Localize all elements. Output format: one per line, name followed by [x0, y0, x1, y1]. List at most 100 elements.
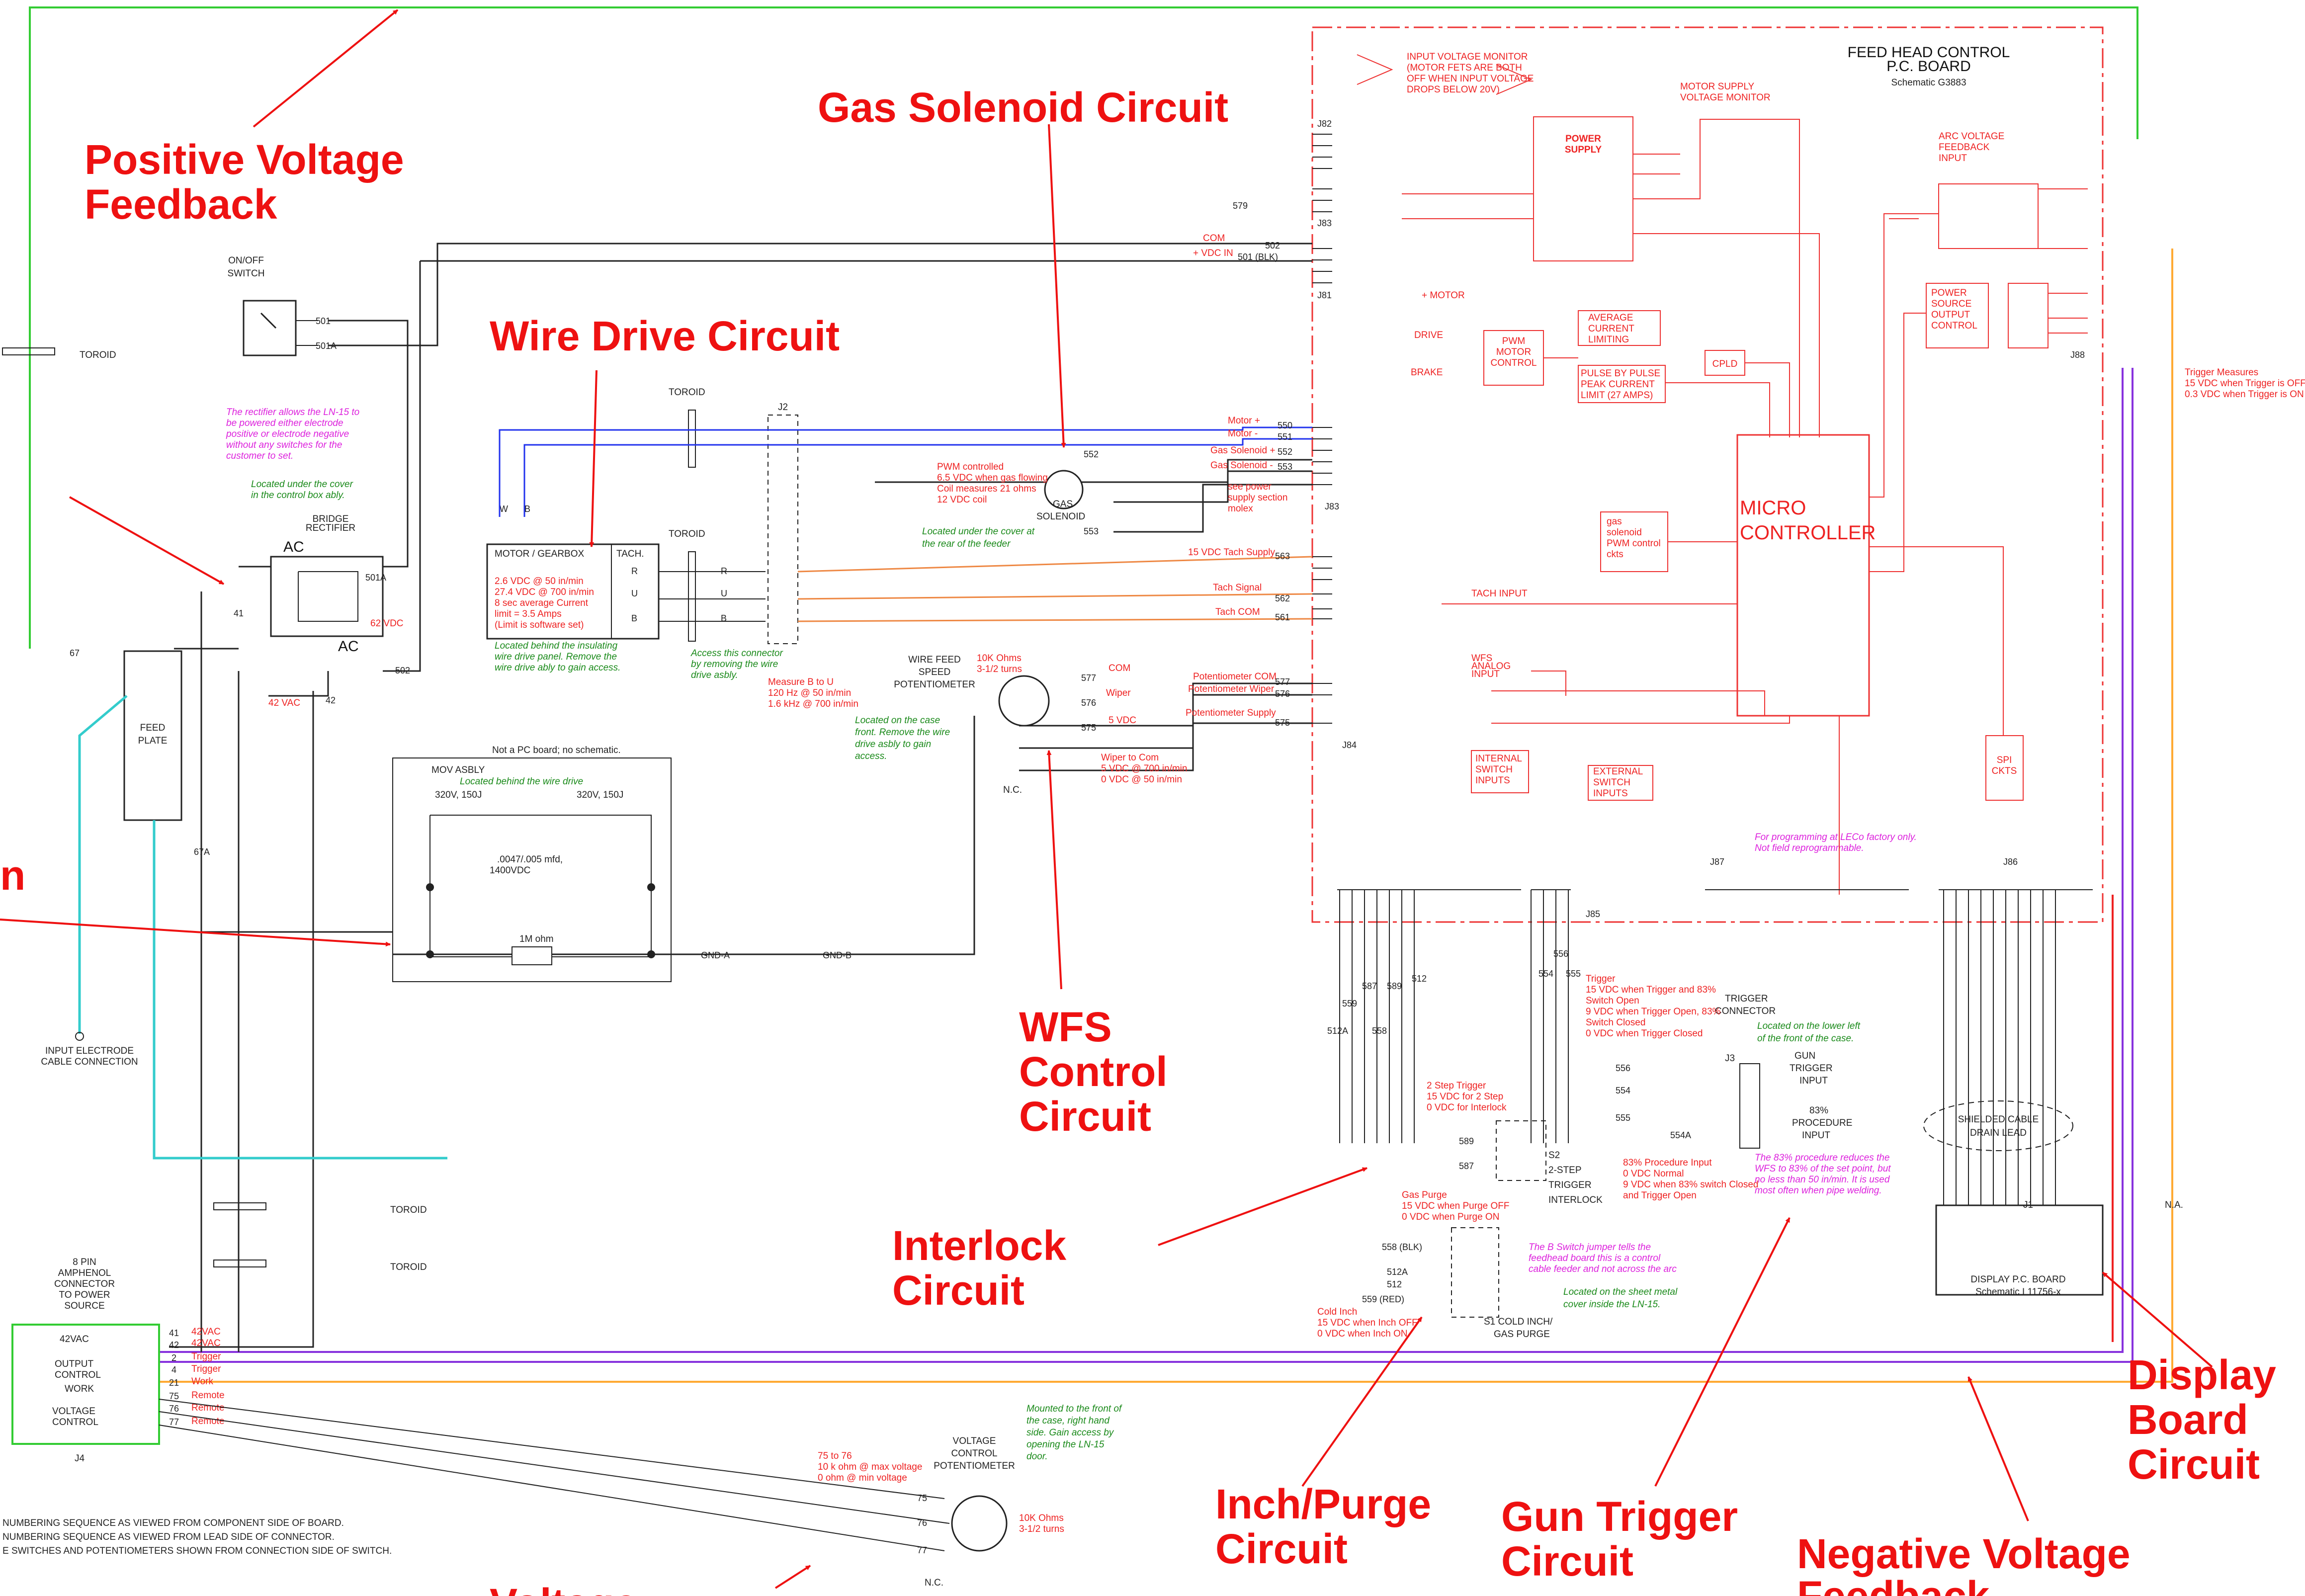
- j4-connector: 8 PIN AMPHENOL CONNECTOR TO POWER SOURCE…: [11, 1257, 225, 1464]
- gas-label-1: GAS: [1053, 499, 1073, 509]
- wfs-wire-576: 576: [1081, 698, 1096, 708]
- j2-u: U: [721, 588, 727, 598]
- external-switch-2: SWITCH: [1593, 777, 1630, 788]
- voltage-pot-nc: N.C.: [925, 1578, 943, 1588]
- trigger-opto-block: [2008, 283, 2049, 348]
- cold-inch-note-1: Cold Inch: [1317, 1307, 1357, 1317]
- gas-purge-note-2: 15 VDC when Purge OFF: [1402, 1201, 1509, 1211]
- wire-563: 563: [1275, 551, 1290, 561]
- j4-wire-42vac-1: 42VAC: [191, 1327, 221, 1337]
- board-subtitle: P.C. BOARD: [1886, 58, 1971, 75]
- spi-block: [1985, 735, 2024, 801]
- input-monitor-label-2: (MOTOR FETS ARE BOTH: [1407, 63, 1522, 73]
- motor-plus-wire: Motor +: [1228, 416, 1260, 426]
- gun-trigger-2: TRIGGER: [1790, 1063, 1833, 1074]
- gas-location-2: the rear of the feeder: [922, 539, 1011, 549]
- callout-arrows: [0, 9, 2213, 1589]
- gas-purge-note-1: Gas Purge: [1402, 1190, 1447, 1200]
- resistor-value: 1M ohm: [519, 934, 554, 944]
- pwm-solenoid-block: [1600, 511, 1668, 572]
- tach-u: U: [631, 588, 638, 598]
- voltage-pot-mount-3: side. Gain access by: [1026, 1428, 1114, 1438]
- motor-spec-4: limit = 3.5 Amps: [495, 609, 562, 619]
- s1-switch: [1451, 1227, 1499, 1318]
- mov-assembly: Not a PC board; no schematic. MOV ASBLY …: [392, 745, 852, 982]
- external-switch-1: EXTERNAL: [1593, 766, 1643, 777]
- j4-wire-trigger-1: Trigger: [191, 1351, 221, 1362]
- j87-label: J87: [1710, 857, 1724, 867]
- j88-label: J88: [2070, 350, 2085, 360]
- voltage-pot-mount-1: Mounted to the front of: [1026, 1404, 1122, 1414]
- trigger-location-2: of the front of the case.: [1757, 1033, 1854, 1044]
- wire-558-blk: 558 (BLK): [1382, 1242, 1422, 1252]
- procedure-3: INPUT: [1802, 1130, 1830, 1141]
- wire-561: 561: [1275, 612, 1290, 622]
- na-label: N.A.: [2165, 1200, 2183, 1210]
- gas-solenoid-minus: Gas Solenoid -: [1210, 460, 1273, 471]
- display-board: SHIELDED CABLE DRAIN LEAD J1 DISPLAY P.C…: [1923, 1100, 2183, 1297]
- callout-positive-feedback-2: Feedback: [85, 181, 277, 228]
- access-note-2: by removing the wire: [691, 659, 778, 670]
- bridge-label-1: BRIDGE: [313, 514, 349, 524]
- board-pin-stubs: [1312, 134, 1332, 724]
- onoff-switch: [243, 300, 297, 356]
- j4-wire-42vac-2: 42VAC: [191, 1338, 221, 1348]
- wire-67: 67: [70, 648, 80, 658]
- wire-587: 587: [1459, 1161, 1474, 1171]
- trigger-note-6: 0 VDC when Trigger Closed: [1586, 1028, 1703, 1039]
- access-note-1: Access this connector: [690, 648, 783, 659]
- gas-solenoid-plus: Gas Solenoid +: [1210, 445, 1275, 456]
- callout-negative-feedback-1: Negative Voltage: [1797, 1530, 2131, 1577]
- trigger-measures-2: 15 VDC when Trigger is OFF: [2185, 378, 2305, 389]
- gas-spec-2: 6.5 VDC when gas flowing: [937, 473, 1048, 483]
- spi-2: CKTS: [1992, 766, 2017, 776]
- board-title: FEED HEAD CONTROL: [1848, 44, 2010, 61]
- j4-output-2: CONTROL: [55, 1370, 101, 1380]
- voltage-pot-mount-2: the case, right hand: [1026, 1416, 1110, 1426]
- wire-553: 553: [1278, 462, 1292, 472]
- j4-wire-work: Work: [191, 1376, 213, 1387]
- input-monitor-label-4: DROPS BELOW 20V): [1407, 84, 1500, 95]
- arc-feedback-2: FEEDBACK: [1939, 142, 1990, 153]
- j4-wire-remote-1: Remote: [191, 1390, 225, 1401]
- wfs-location-4: access.: [855, 751, 887, 761]
- display-board-label: DISPLAY P.C. BOARD: [1970, 1274, 2065, 1285]
- wire-552-sol: 552: [1084, 449, 1099, 459]
- sheet-metal-2: cover inside the LN-15.: [1563, 1299, 1660, 1310]
- motor-spec-5: (Limit is software set): [495, 620, 584, 630]
- wfs-pot-label-3: POTENTIOMETER: [894, 679, 975, 690]
- bridge-rectifier: BRIDGE RECTIFIER AC AC 41 42 501A 502 62…: [226, 407, 410, 708]
- callout-voltage-fragment: Voltage: [490, 1580, 637, 1596]
- gun-trigger-1: GUN: [1794, 1051, 1815, 1061]
- wfs-location-2: front. Remove the wire: [855, 727, 950, 738]
- wfs-com: COM: [1109, 663, 1130, 673]
- voltage-pot-76: 76: [917, 1518, 927, 1528]
- j4-pin-76: 76: [169, 1404, 179, 1414]
- mov-rating-right: 320V, 150J: [577, 790, 623, 800]
- wire-67a: 67A: [194, 847, 210, 857]
- micro-label-1: MICRO: [1740, 497, 1806, 519]
- shielded-cable-2: DRAIN LEAD: [1970, 1128, 2027, 1138]
- callout-inch-purge-1: Inch/Purge: [1215, 1481, 1431, 1527]
- bridge-label-2: RECTIFIER: [306, 523, 355, 533]
- s1-label-2: GAS PURGE: [1494, 1329, 1550, 1340]
- wire-559-v: 559: [1342, 999, 1357, 1008]
- pulse-limit-block: [1578, 365, 1666, 403]
- j4-wire-trigger-2: Trigger: [191, 1364, 221, 1374]
- trigger-measures-3: 0.3 VDC when Trigger is ON: [2185, 389, 2304, 400]
- pulse-limit-3: LIMIT (27 AMPS): [1581, 390, 1653, 401]
- callout-wfs-2: Control: [1019, 1048, 1168, 1095]
- wfs-location-3: drive asbly to gain: [855, 739, 931, 750]
- s2-label-4: INTERLOCK: [1548, 1195, 1603, 1205]
- input-monitor-label-3: OFF WHEN INPUT VOLTAGE: [1407, 74, 1534, 84]
- voltage-42: 42 VAC: [268, 698, 300, 708]
- b-switch-note-3: cable feeder and not across the arc: [1529, 1264, 1677, 1274]
- wire-555-v: 555: [1566, 969, 1581, 979]
- vdc-in-label: + VDC IN: [1193, 248, 1233, 258]
- trigger-note-3: Switch Open: [1586, 996, 1639, 1006]
- power-source-1: POWER: [1931, 288, 1967, 298]
- procedure-input-2: 0 VDC Normal: [1623, 1169, 1684, 1179]
- mov-location: Located behind the wire drive: [460, 776, 583, 787]
- com-wire-label: COM: [1203, 233, 1225, 244]
